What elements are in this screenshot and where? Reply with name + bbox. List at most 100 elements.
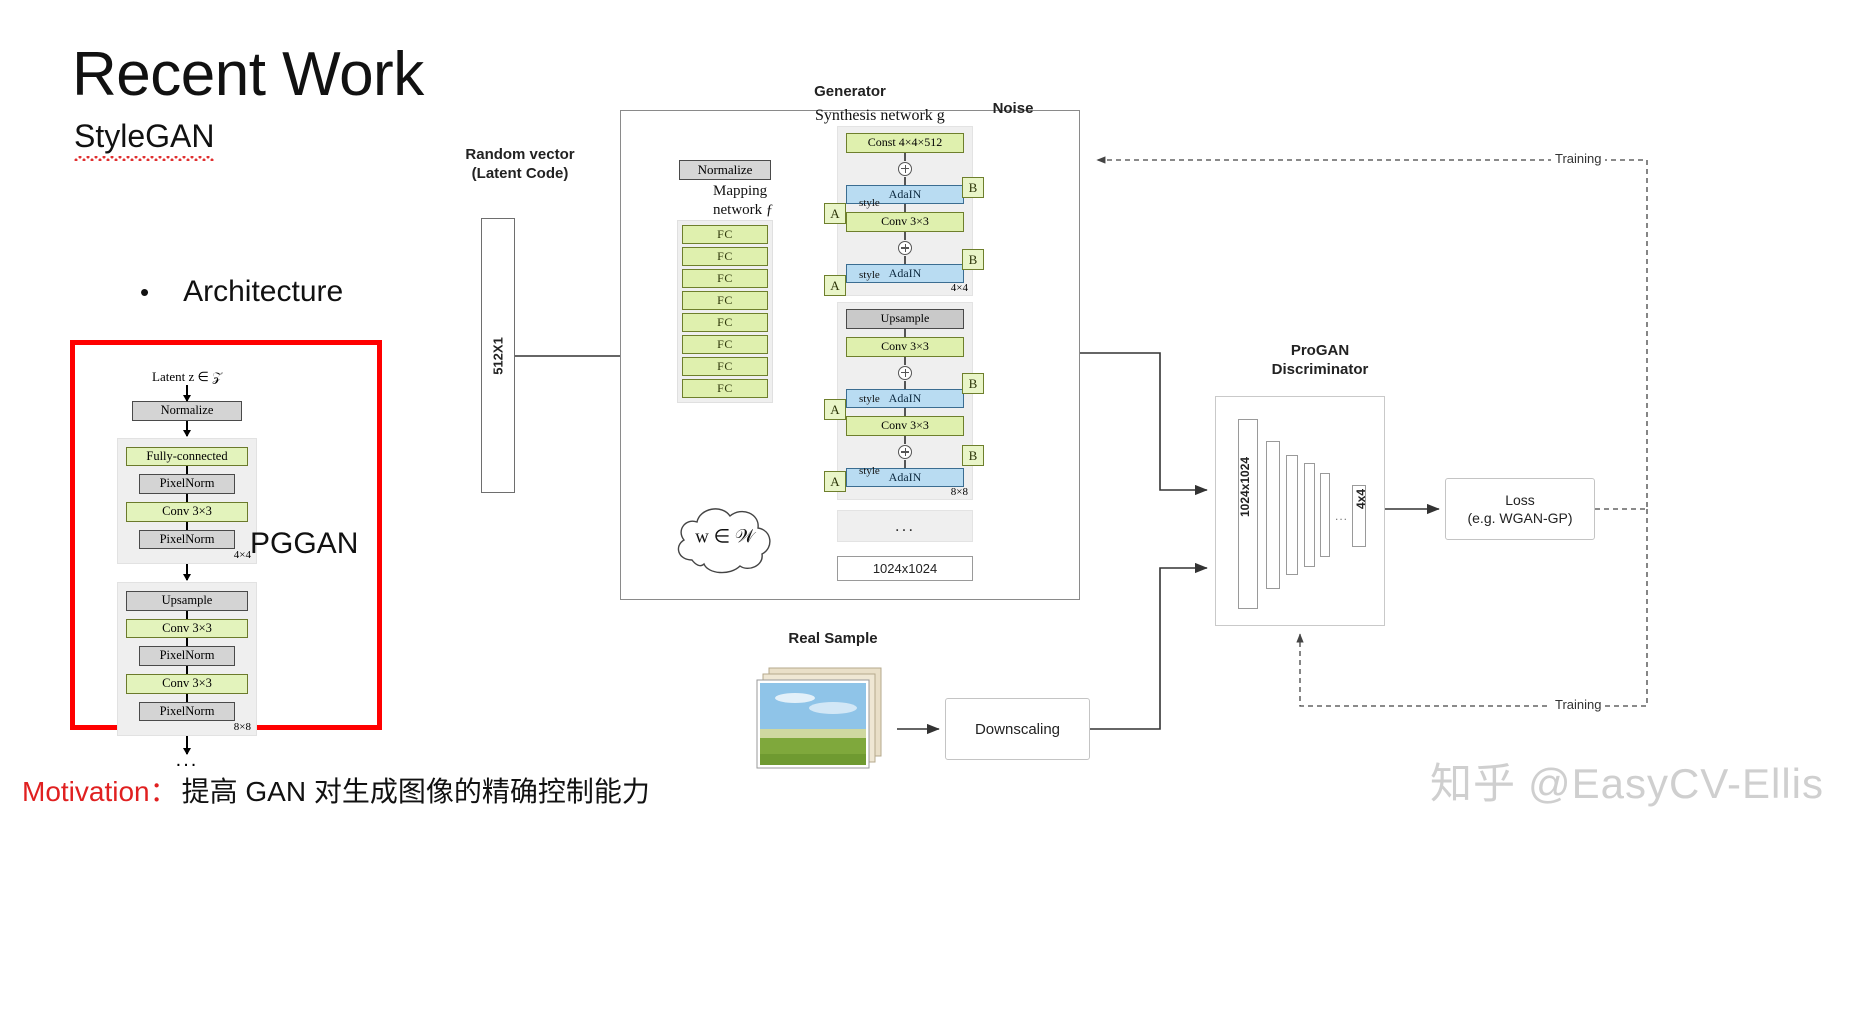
progan-title-line2: Discriminator [1271, 360, 1369, 378]
synthesis-node-upsample: Upsample [846, 309, 964, 329]
style-tag-4: style [859, 465, 880, 477]
pggan-connector [186, 638, 188, 647]
pggan-connector [186, 610, 188, 619]
pggan-connector [186, 466, 188, 475]
page-subtitle-text: StyleGAN [74, 118, 215, 154]
page-title: Recent Work [72, 40, 424, 109]
normalize-node: Normalize [679, 160, 771, 180]
pggan-node-conv-1: Conv 3×3 [126, 501, 248, 522]
fc-layer-7: FC [682, 357, 768, 376]
fc-layer-6: FC [682, 335, 768, 354]
motivation-label: Motivation： [22, 776, 178, 807]
synthesis-res-8x8: 8×8 [950, 486, 968, 499]
motivation-row: Motivation： 提高 GAN 对生成图像的精确控制能力 [22, 770, 650, 810]
style-tag-2: style [859, 269, 880, 281]
synthesis-block-8x8: Upsample Conv 3×3 AdaIN Conv 3×3 AdaIN 8… [837, 302, 973, 501]
fc-layer-3: FC [682, 269, 768, 288]
synthesis-node-const: Const 4×4×512 [846, 133, 964, 153]
synthesis-connector [904, 435, 906, 444]
pggan-node-pixelnorm-2: PixelNorm [139, 529, 235, 550]
pggan-node-pixelnorm-4: PixelNorm [139, 701, 235, 722]
pggan-node-upsample: Upsample [126, 591, 248, 611]
synthesis-connector [904, 176, 906, 185]
synthesis-connector [904, 204, 906, 213]
loss-line2: (e.g. WGAN-GP) [1467, 510, 1573, 526]
fc-layer-4: FC [682, 291, 768, 310]
pggan-highlight-box: Latent z ∈ 𝒵 Normalize Fully-connected P… [70, 340, 382, 770]
fc-stack: FC FC FC FC FC FC FC FC [677, 220, 773, 403]
discriminator-layer-4 [1304, 463, 1315, 567]
pggan-connector [186, 693, 188, 702]
noise-label: Noise [992, 100, 1034, 117]
pggan-node-pixelnorm-1: PixelNorm [139, 474, 235, 494]
stylegan-architecture-figure: Generator Random vector (Latent Code) 51… [425, 78, 1845, 788]
synthesis-connector [904, 152, 906, 161]
training-label-top: Training [1551, 151, 1606, 166]
noise-add-node-1 [898, 161, 912, 176]
synthesis-node-adain-4: AdaIN [846, 467, 964, 488]
spellcheck-squiggle-icon [74, 156, 215, 161]
loss-node: Loss (e.g. WGAN-GP) [1445, 478, 1595, 540]
discriminator-layer-5 [1320, 473, 1330, 557]
noise-add-node-3 [898, 365, 912, 380]
bullet-architecture: • Architecture [140, 275, 343, 309]
random-vector-line2: (Latent Code) [471, 164, 569, 182]
pggan-latent-label: Latent z ∈ 𝒵 [152, 369, 222, 384]
fc-layer-2: FC [682, 247, 768, 266]
synthesis-node-adain-3: AdaIN [846, 388, 964, 409]
synthesis-node-conv-1: Conv 3×3 [846, 212, 964, 232]
synthesis-network-column: Const 4×4×512 AdaIN Conv 3×3 AdaIN 4×4 U… [837, 126, 973, 506]
pggan-res-8x8: 8×8 [233, 721, 251, 734]
progan-discriminator-title: ProGAN Discriminator [1215, 342, 1425, 380]
discriminator-output-resolution: 4x4 [1354, 488, 1368, 509]
generator-title: Generator [814, 83, 886, 100]
synthesis-node-conv-3: Conv 3×3 [846, 416, 964, 436]
affine-transform-box-4: A [824, 471, 846, 492]
motivation-text: 提高 GAN 对生成图像的精确控制能力 [181, 776, 650, 807]
random-vector-label: Random vector (Latent Code) [425, 146, 615, 184]
bullet-marker-icon: • [140, 277, 150, 307]
synthesis-connector [904, 356, 906, 365]
synthesis-ellipsis-box: ... [837, 510, 973, 542]
pggan-arrow-latent [186, 385, 188, 401]
loss-line1: Loss [1505, 491, 1535, 508]
pggan-node-conv-2: Conv 3×3 [126, 618, 248, 639]
random-vector-line1: Random vector [465, 146, 575, 163]
w-space-label: w ∈ 𝒲 [695, 526, 755, 548]
synthesis-node-adain-2: AdaIN [846, 263, 964, 284]
progan-title-line1: ProGAN [1290, 342, 1350, 359]
discriminator-layer-3 [1286, 455, 1298, 575]
mapping-label-line1: Mapping [713, 183, 768, 199]
noise-scale-box-2: B [962, 249, 984, 270]
affine-transform-box-1: A [824, 203, 846, 224]
pggan-connector [186, 666, 188, 674]
cloud-icon [677, 508, 771, 574]
watermark-handle: @EasyCV-Ellis [1527, 760, 1824, 807]
noise-add-node-4 [898, 444, 912, 459]
affine-transform-box-2: A [824, 275, 846, 296]
pggan-caption: PGGAN [250, 527, 359, 560]
watermark: 知乎@EasyCV-Ellis [1430, 750, 1824, 811]
training-label-bottom: Training [1551, 697, 1606, 712]
synthesis-block-4x4: Const 4×4×512 AdaIN Conv 3×3 AdaIN 4×4 [837, 126, 973, 297]
pggan-node-fully-connected: Fully-connected [126, 446, 248, 467]
synthesis-connector [904, 255, 906, 264]
pggan-arrow-bottom [186, 736, 188, 755]
pggan-arrow-normalize [186, 420, 188, 436]
noise-add-node-2 [898, 240, 912, 255]
noise-scale-box-1: B [962, 177, 984, 198]
fc-layer-1: FC [682, 225, 768, 244]
downscaling-node: Downscaling [945, 698, 1090, 760]
progan-discriminator-box: ... 1024x1024 4x4 [1215, 396, 1385, 626]
synthesis-connector [904, 459, 906, 468]
pggan-connector [186, 493, 188, 502]
watermark-logo: 知乎 [1429, 760, 1516, 807]
pggan-res-4x4: 4×4 [233, 549, 251, 562]
synthesis-node-adain-1: AdaIN [846, 184, 964, 205]
random-vector-bar: 512X1 [481, 218, 515, 493]
generator-output-resolution: 1024x1024 [837, 556, 973, 581]
synthesis-connector [904, 328, 906, 337]
discriminator-input-resolution: 1024x1024 [1238, 456, 1252, 517]
pggan-ellipsis: ... [175, 749, 199, 772]
real-sample-photo-stack [755, 666, 895, 776]
